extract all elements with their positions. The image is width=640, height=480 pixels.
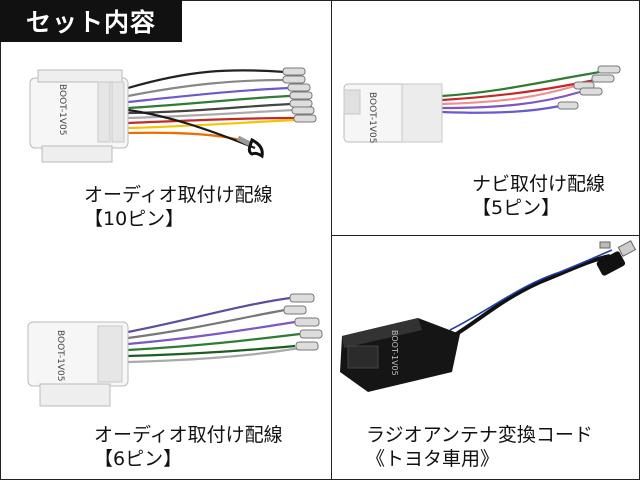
item-caption-audio-10pin: オーディオ取付け配線 【10ピン】	[84, 183, 273, 231]
part-code-label: BOOT-1V05	[367, 92, 377, 143]
page-title: セット内容	[0, 0, 182, 42]
part-code-label: BOOT-1V05	[55, 330, 65, 381]
item-vehicle-note: 《トヨタ車用》	[366, 448, 500, 470]
part-code-label: BOOT-1V05	[57, 84, 67, 135]
item-caption-antenna: ラジオアンテナ変換コード 《トヨタ車用》	[366, 423, 593, 471]
harness-6pin-image: BOOT-1V05	[27, 293, 323, 407]
item-caption-audio-6pin: オーディオ取付け配線 【6ピン】	[94, 423, 283, 471]
item-name: ナビ取付け配線	[472, 173, 606, 195]
item-caption-navi-5pin: ナビ取付け配線 【5ピン】	[472, 172, 605, 220]
divider-vertical	[331, 0, 332, 480]
item-pin-count: 【6ピン】	[94, 448, 183, 470]
part-code-label: BOOT-1V05	[390, 330, 399, 376]
item-pin-count: 【5ピン】	[472, 197, 561, 219]
item-name: オーディオ取付け配線	[94, 424, 283, 446]
item-name: ラジオアンテナ変換コード	[366, 424, 593, 446]
item-name: オーディオ取付け配線	[84, 184, 273, 206]
item-pin-count: 【10ピン】	[84, 208, 185, 230]
harness-5pin-image: BOOT-1V05	[343, 65, 621, 143]
antenna-adapter-image: BOOT-1V05	[340, 240, 637, 392]
divider-horizontal	[331, 235, 640, 236]
harness-10pin-image: BOOT-1V05	[29, 67, 317, 163]
